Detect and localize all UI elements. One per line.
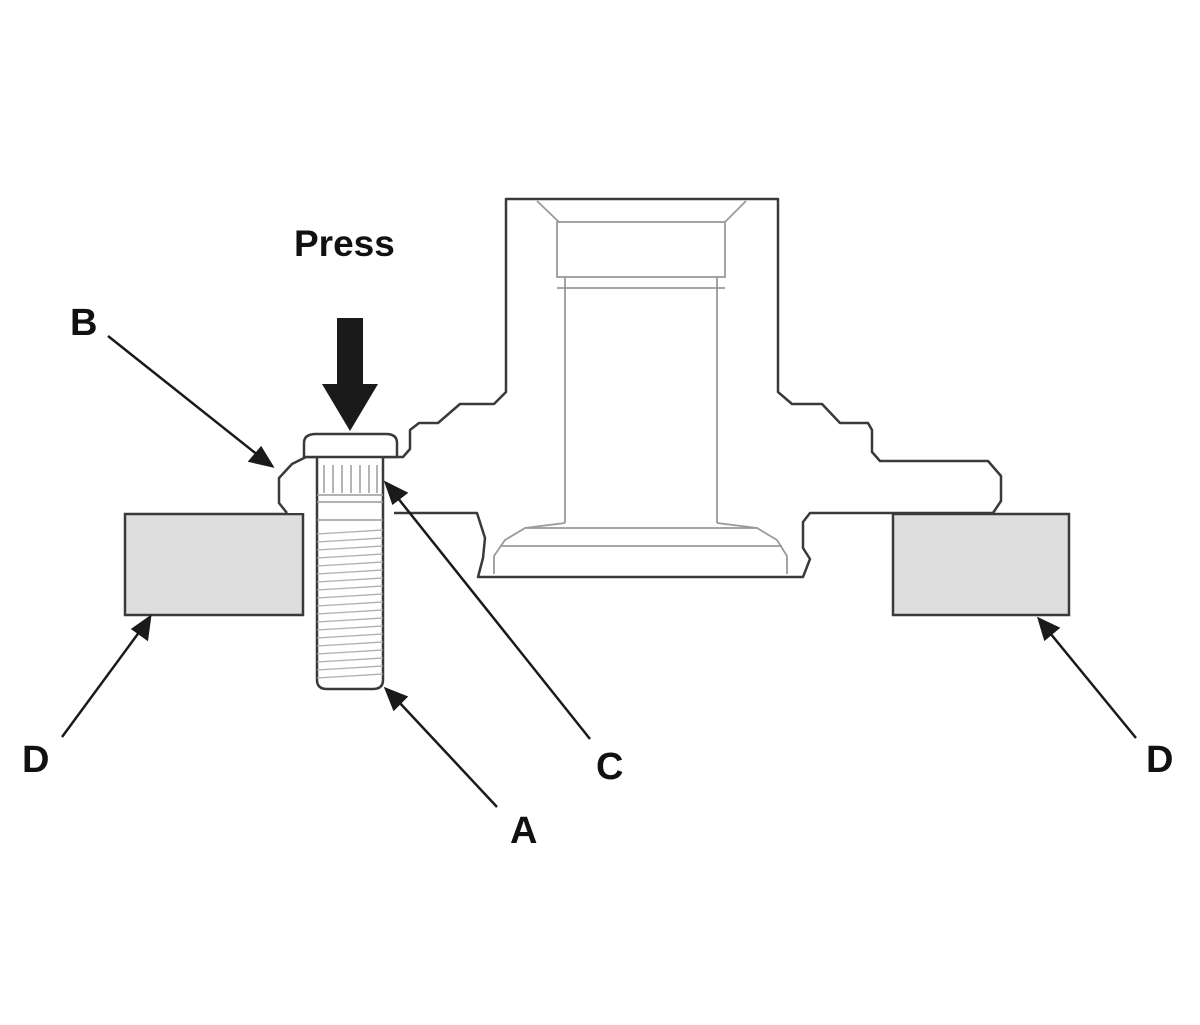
hub-body [277, 197, 1003, 579]
label-a: A [510, 810, 537, 852]
leader-lines [60, 335, 1137, 808]
wheel-stud [302, 432, 399, 691]
press-arrow [322, 318, 378, 431]
label-d-right: D [1146, 739, 1173, 781]
support-block-left [123, 512, 305, 617]
stud-head [302, 432, 399, 459]
label-d-left: D [22, 739, 49, 781]
label-b: B [70, 302, 97, 344]
label-c: C [596, 746, 623, 788]
hub-inner-details [493, 200, 788, 574]
stud-threads [316, 529, 384, 679]
support-block-right [891, 512, 1071, 617]
label-press: Press [294, 223, 395, 264]
